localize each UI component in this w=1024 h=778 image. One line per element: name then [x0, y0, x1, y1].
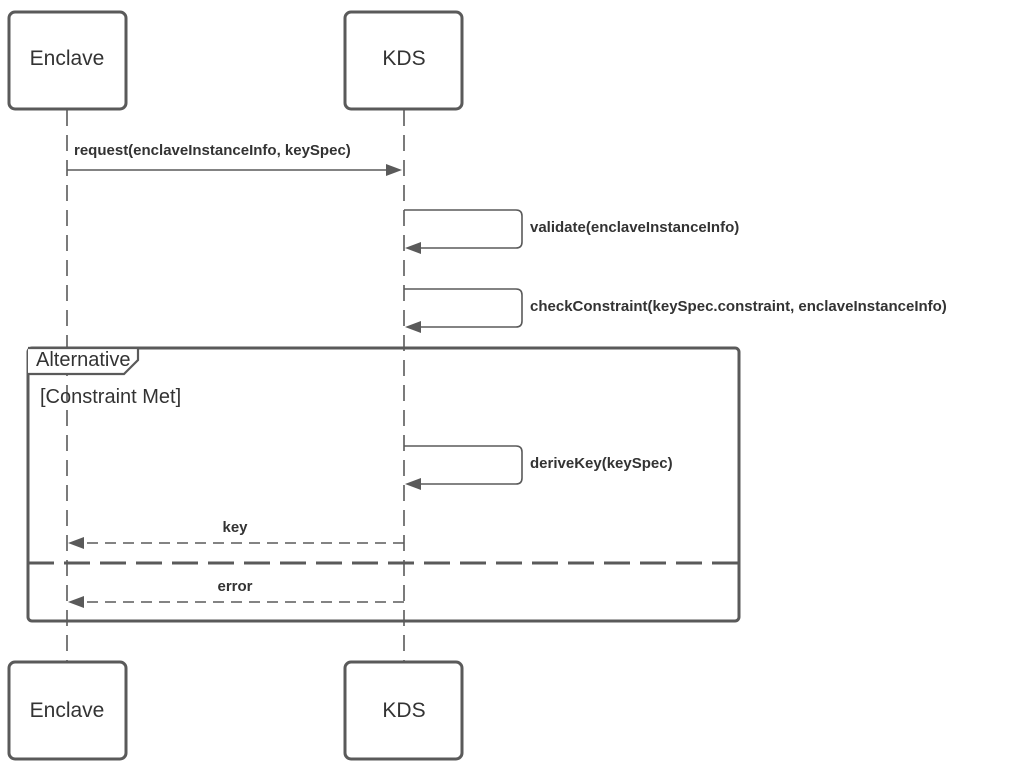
check-constraint-message[interactable]: checkConstraint(keySpec.constraint, encl… — [404, 288, 947, 333]
derive-key-message-label: deriveKey(keySpec) — [530, 455, 673, 472]
enclave-participant-top[interactable]: Enclave — [7, 10, 128, 111]
error-return-message[interactable]: error — [68, 578, 404, 608]
validate-message[interactable]: validate(enclaveInstanceInfo) — [404, 209, 739, 254]
alternative-frame — [26, 346, 741, 623]
validate-message-label: validate(enclaveInstanceInfo) — [530, 219, 739, 236]
kds-label-bottom: KDS — [382, 699, 425, 722]
kds-participant-bottom[interactable]: KDS — [343, 660, 464, 761]
validate-arrowhead — [405, 242, 421, 254]
key-return-label: key — [222, 519, 248, 536]
check-constraint-message-label: checkConstraint(keySpec.constraint, encl… — [530, 298, 947, 315]
constraint-met-guard: [Constraint Met] — [40, 386, 181, 408]
check-constraint-arrowhead — [405, 321, 421, 333]
alternative-fragment[interactable]: Alternative [Constraint Met] — [26, 346, 741, 623]
key-return-arrowhead — [68, 537, 84, 549]
derive-key-arrowhead — [405, 478, 421, 490]
request-message-label: request(enclaveInstanceInfo, keySpec) — [74, 142, 351, 159]
error-return-label: error — [217, 578, 252, 595]
alternative-frame-tab — [28, 346, 140, 376]
derive-key-message[interactable]: deriveKey(keySpec) — [404, 445, 673, 490]
enclave-label-top: Enclave — [30, 47, 105, 70]
key-return-message[interactable]: key — [68, 519, 404, 549]
enclave-label-bottom: Enclave — [30, 699, 105, 722]
derive-key-arrow-line — [404, 445, 523, 485]
request-arrowhead — [386, 164, 402, 176]
enclave-participant-bottom[interactable]: Enclave — [7, 660, 128, 761]
kds-label-top: KDS — [382, 47, 425, 70]
check-constraint-arrow-line — [404, 288, 523, 328]
validate-arrow-line — [404, 209, 523, 249]
alternative-title: Alternative — [36, 349, 131, 371]
error-return-arrowhead — [68, 596, 84, 608]
request-message[interactable]: request(enclaveInstanceInfo, keySpec) — [67, 142, 402, 176]
kds-participant-top[interactable]: KDS — [343, 10, 464, 111]
